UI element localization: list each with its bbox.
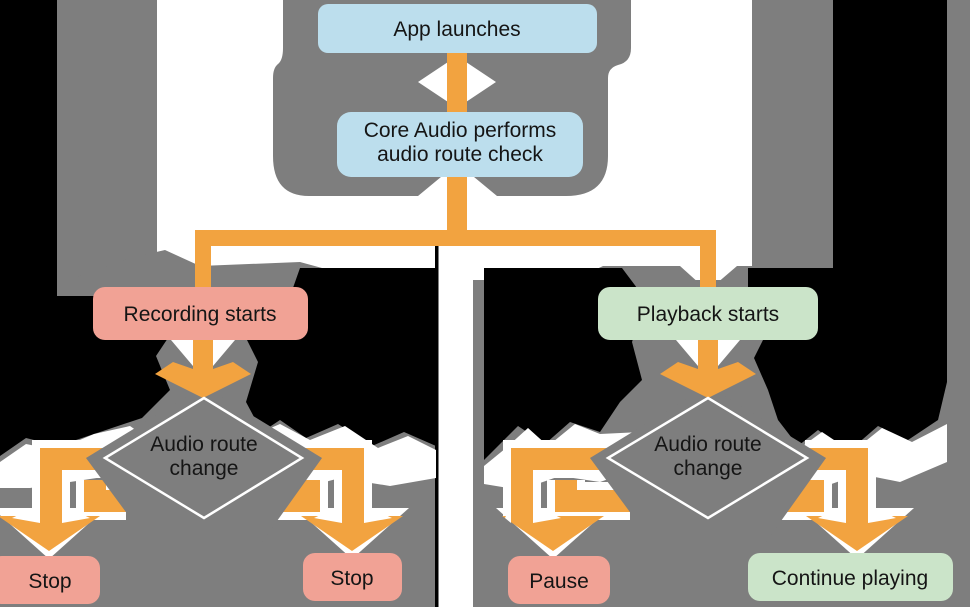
connector-branch-tee (195, 230, 716, 292)
diamond-label: Audio route (150, 433, 257, 456)
node-label: Playback starts (637, 303, 779, 326)
black-left-strip (0, 0, 57, 298)
arrowhead-notch (12, 505, 40, 523)
diamond-shadow-left (86, 386, 322, 542)
arrowhead-notch (533, 505, 561, 523)
arrowhead-notch (314, 505, 342, 523)
arrowhead-notch (868, 505, 896, 523)
arrowhead-notch (505, 505, 511, 523)
arrowhead-stop-right (301, 516, 403, 551)
arrow-shoulder-gap (213, 340, 235, 366)
arrowhead-stop-left (0, 516, 100, 551)
arrow-shaft-recording (193, 338, 213, 372)
diamond-label: change (674, 457, 743, 480)
node-label: Stop (330, 567, 373, 590)
box-to-diamond-arrows (155, 338, 756, 398)
diamond-label: change (170, 457, 239, 480)
arrowhead-playback (660, 362, 756, 398)
diamond-route-change-right (605, 396, 810, 520)
node-label: Continue playing (772, 567, 928, 590)
node-label: audio route check (377, 143, 543, 166)
node-pause (508, 556, 610, 604)
arrow-inner-corner (555, 480, 630, 512)
arrow-shaft-playback (698, 338, 718, 372)
diamond-label: Audio route (654, 433, 761, 456)
diamond-route-change-left (102, 396, 305, 520)
arrow-to-pause (511, 448, 610, 517)
node-route-check (337, 112, 583, 177)
shadow-band-recording (57, 250, 322, 292)
arrowhead-recording (155, 362, 251, 398)
arrowhead-notch (364, 505, 392, 523)
diamond-shadow-blobs (86, 386, 826, 542)
node-label: Pause (529, 570, 589, 593)
node-stop-right (303, 553, 402, 601)
shadow-right-column (752, 0, 833, 280)
arrowhead-notch (818, 505, 846, 523)
arrowhead-notch (62, 505, 90, 523)
divider-line (435, 246, 439, 607)
arrow-shoulder-gap (171, 340, 193, 366)
flow-connectors (195, 51, 716, 292)
node-label: Core Audio performs (364, 119, 557, 142)
arrow-shoulder-gap (718, 340, 740, 366)
decision-diamonds: Audio route change Audio route change (102, 396, 810, 520)
node-recording-starts (93, 287, 308, 340)
node-stop-left (0, 556, 100, 604)
node-label: Recording starts (124, 303, 277, 326)
node-playback-starts (598, 287, 818, 340)
shadow-left-column (57, 0, 157, 292)
flowchart-boxes: App launches Core Audio performs audio r… (0, 4, 953, 604)
arrow-shoulder-gap (676, 340, 698, 366)
arrow-inner-corner (84, 480, 126, 512)
arrowhead-continue (806, 516, 908, 551)
node-app-launches (318, 4, 597, 53)
diamond-shadow-right (590, 386, 826, 542)
node-continue-playing (748, 553, 953, 601)
node-label: Stop (28, 570, 71, 593)
arrowhead-pause (502, 516, 604, 551)
node-label: App launches (393, 18, 520, 41)
black-right-column (833, 0, 947, 270)
